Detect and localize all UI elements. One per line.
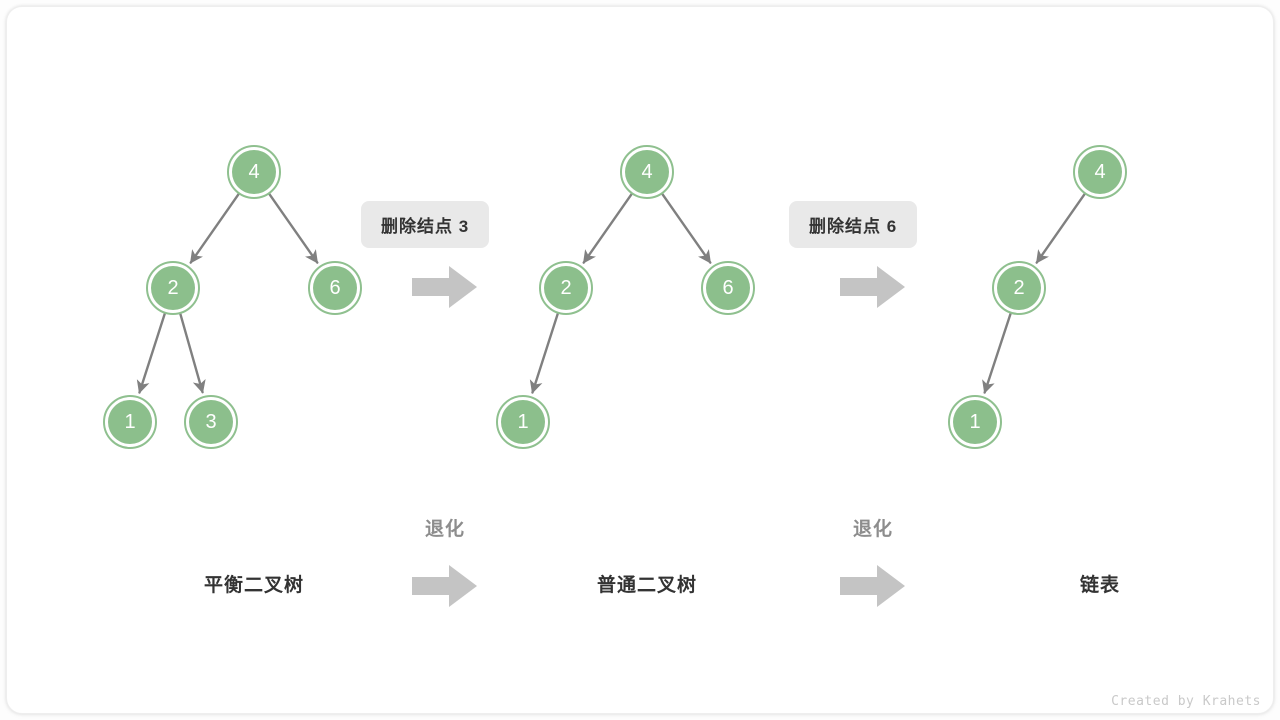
tree-node: 4 xyxy=(227,145,281,199)
tree-node: 2 xyxy=(146,261,200,315)
tree-node: 2 xyxy=(539,261,593,315)
tree-edge xyxy=(189,192,240,264)
tree-edge xyxy=(529,312,559,394)
tree-node: 4 xyxy=(1073,145,1127,199)
tree-edge xyxy=(661,192,712,264)
tree-node-value: 6 xyxy=(706,266,750,310)
tree-edge xyxy=(582,192,633,264)
caption-balanced: 平衡二叉树 xyxy=(203,575,304,596)
tree-edge xyxy=(136,312,166,394)
tree-node-value: 6 xyxy=(313,266,357,310)
tree-edge-layer xyxy=(136,192,1086,394)
transition-arrow-2-icon xyxy=(840,564,906,608)
tree-node-value: 2 xyxy=(997,266,1041,310)
tree-node-value: 1 xyxy=(108,400,152,444)
tree-node: 2 xyxy=(992,261,1046,315)
tree-node-value: 2 xyxy=(544,266,588,310)
step-arrow-2-icon xyxy=(840,265,906,309)
tree-node-value: 1 xyxy=(501,400,545,444)
transition-label-2: 退化 xyxy=(852,519,893,540)
transition-arrow-1-icon xyxy=(412,564,478,608)
tree-node-value: 3 xyxy=(189,400,233,444)
tree-node: 3 xyxy=(184,395,238,449)
tree-node-value: 4 xyxy=(625,150,669,194)
tree-edge xyxy=(179,312,206,394)
operation-badge-delete-6: 删除结点 6 xyxy=(789,201,918,248)
tree-node: 6 xyxy=(701,261,755,315)
transition-label-1: 退化 xyxy=(424,519,465,540)
tree-node-value: 2 xyxy=(151,266,195,310)
tree-node: 4 xyxy=(620,145,674,199)
tree-node-value: 1 xyxy=(953,400,997,444)
step-arrow-1-icon xyxy=(412,265,478,309)
tree-node: 1 xyxy=(496,395,550,449)
credit-text: Created by Krahets xyxy=(1111,694,1261,709)
tree-edge xyxy=(982,312,1012,394)
tree-edge xyxy=(1035,192,1086,264)
caption-linkedlist: 链表 xyxy=(1079,575,1120,596)
tree-node: 1 xyxy=(103,395,157,449)
tree-node: 1 xyxy=(948,395,1002,449)
tree-node-value: 4 xyxy=(1078,150,1122,194)
tree-edge xyxy=(268,192,319,264)
tree-node: 6 xyxy=(308,261,362,315)
operation-badge-delete-3: 删除结点 3 xyxy=(361,201,490,248)
caption-ordinary: 普通二叉树 xyxy=(596,575,697,596)
tree-node-value: 4 xyxy=(232,150,276,194)
